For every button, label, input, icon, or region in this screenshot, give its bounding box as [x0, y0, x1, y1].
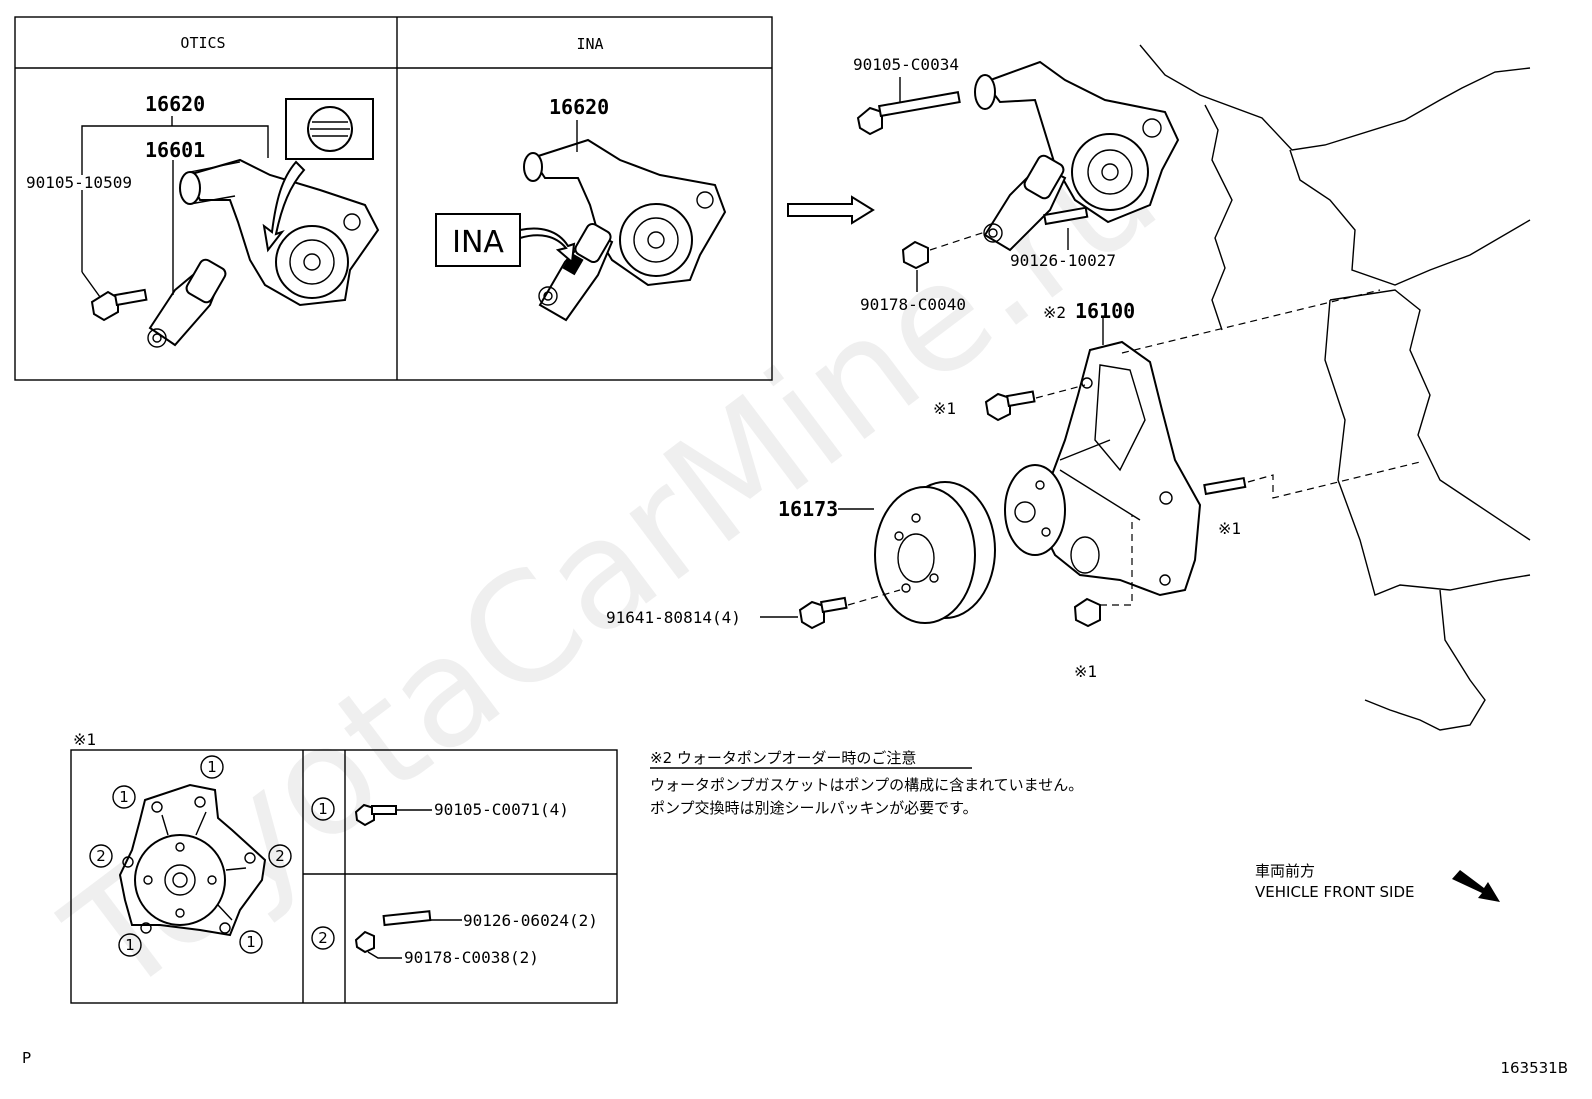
- bolt-top-label: 90105-C0034: [853, 55, 959, 74]
- nut-dashline: [929, 231, 986, 251]
- row1-label: 90105-C0071(4): [434, 800, 569, 819]
- row1-num: 1: [318, 800, 328, 818]
- pump-gasket-face-drawing: [118, 783, 267, 937]
- otics-leaders: [81, 116, 269, 298]
- pulley-label: 16173: [778, 497, 838, 521]
- ina-tensioner-label: 16620: [549, 95, 609, 119]
- pulley-bolt-dashline: [847, 589, 901, 606]
- callout-1-bottom-right: 1: [246, 933, 256, 951]
- front-direction-arrow-icon: [1452, 870, 1500, 902]
- row1-num-circle: [311, 797, 335, 821]
- otics-tensioner-label: 16620: [145, 92, 205, 116]
- pulley-bolt-label: 91641-80814(4): [606, 608, 741, 627]
- water-pump-drawing: [984, 340, 1247, 628]
- note1-right: ※1: [1218, 519, 1241, 538]
- variant-table: [14, 16, 773, 381]
- callout-2-right: 2: [275, 847, 285, 865]
- ina-header: INA: [576, 35, 603, 53]
- engine-block-outline: [1139, 44, 1531, 731]
- otics-bolt-label: 90105-10509: [26, 173, 132, 192]
- note-line1: ウォータポンプガスケットはポンプの構成に含まれていません。: [650, 776, 1083, 794]
- callout-1-bottom-left: 1: [125, 936, 135, 954]
- callout-1-left: 1: [119, 788, 129, 806]
- pump-label: 16100: [1075, 299, 1135, 323]
- note1-bottom: ※1: [1074, 662, 1097, 681]
- stud-label: 90126-10027: [1010, 251, 1116, 270]
- note-line2: ポンプ交換時は別途シールパッキンが必要です。: [650, 799, 978, 817]
- detail-callouts: 1 1 2 2 1 1: [89, 755, 292, 957]
- row2-nut-label: 90178-C0038(2): [404, 948, 539, 967]
- otics-tensioner-drawing: [90, 98, 380, 348]
- pump-dashlines: [1035, 289, 1421, 606]
- otics-header: OTICS: [180, 34, 225, 52]
- direction-jp: 車両前方: [1255, 862, 1315, 880]
- row2-hardware-drawing: [354, 910, 462, 959]
- nut-label: 90178-C0040: [860, 295, 966, 314]
- row2-num: 2: [318, 929, 328, 947]
- pump-note-mark: ※2: [1043, 303, 1066, 322]
- footer-left-mark: P: [22, 1049, 31, 1067]
- callout-1-top: 1: [207, 758, 217, 776]
- pulley-drawing: [798, 481, 996, 630]
- callout-2-left: 2: [96, 847, 106, 865]
- note-title: ※2 ウォータポンプオーダー時のご注意: [650, 749, 916, 767]
- diagram-id: 163531B: [1500, 1059, 1568, 1077]
- row1-bolt-drawing: [354, 803, 432, 827]
- right-arrow-icon: [787, 195, 875, 225]
- detail-table: [70, 749, 618, 1004]
- tensioner-bracket-drawing: [856, 60, 1180, 270]
- otics-pulley-label: 16601: [145, 138, 205, 162]
- ina-tensioner-drawing: [435, 138, 727, 322]
- note1-left: ※1: [933, 399, 956, 418]
- ina-tag: INA: [452, 225, 504, 260]
- direction-en: VEHICLE FRONT SIDE: [1255, 883, 1415, 901]
- row2-stud-label: 90126-06024(2): [463, 911, 598, 930]
- row2-num-circle: [311, 926, 335, 950]
- detail-title: ※1: [73, 730, 96, 749]
